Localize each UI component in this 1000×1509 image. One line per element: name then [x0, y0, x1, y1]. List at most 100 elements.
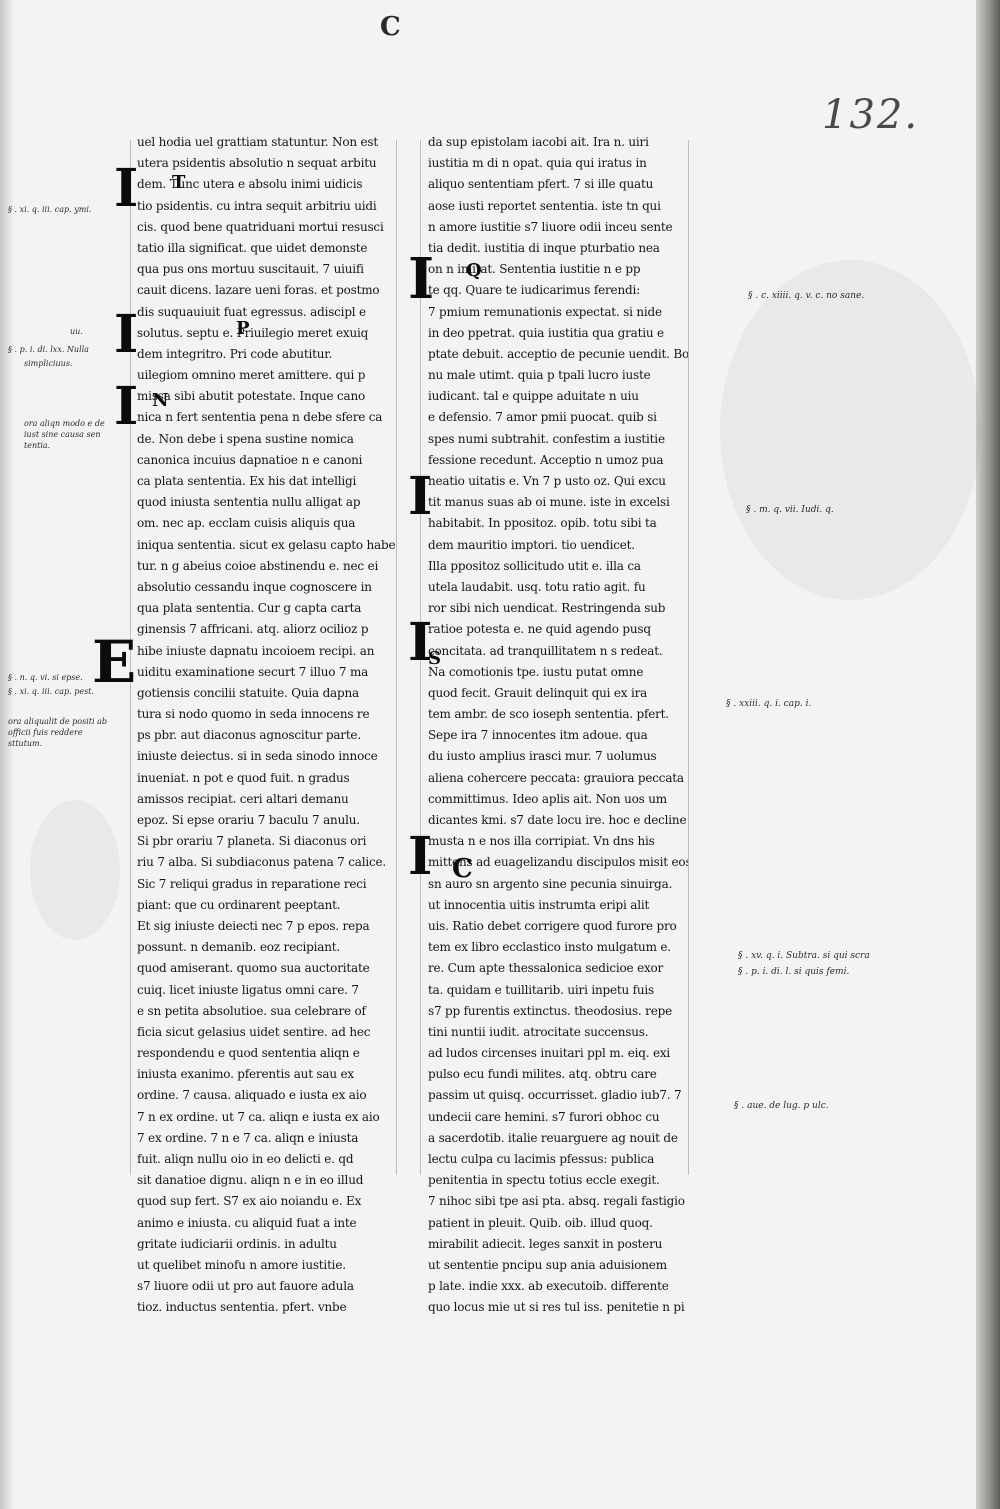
text-line: ta. quidam e tuillitarib. uiri inpetu fu… — [428, 982, 654, 997]
text-line: 7 pmium remunationis expectat. si nide — [428, 304, 662, 319]
initial-letter: S — [428, 648, 441, 669]
text-line: dem. Tunc utera e absolu inimi uidicis — [137, 177, 363, 192]
text-line: Si pbr orariu 7 planeta. Si diaconus ori — [137, 834, 367, 849]
text-line: riu 7 alba. Si subdiaconus patena 7 cali… — [137, 855, 387, 870]
text-line: tura si nodo quomo in seda innocens re — [137, 707, 370, 722]
text-line: ut innocentia uitis instrumta eripi alit — [428, 897, 650, 912]
text-line: ca plata sententia. Ex his dat intelligi — [137, 474, 357, 488]
ruling-line — [688, 140, 689, 1175]
text-line: de. Non debe i spena sustine nomica — [137, 431, 354, 446]
text-line: in deo ppetrat. quia iustitia qua gratiu… — [428, 325, 664, 340]
page-edge-shadow — [976, 0, 1000, 1509]
text-line: iustitia m di n opat. quia qui iratus in — [428, 156, 647, 171]
text-line: iniqua sententia. sicut ex gelasu capto … — [137, 537, 396, 552]
initial-letter: C — [452, 854, 473, 884]
text-line: lectu culpa cu lacimis pfessus: publica — [428, 1152, 655, 1166]
text-line: epoz. Si epse orariu 7 baculu 7 anulu. — [137, 813, 360, 827]
text-line: re. Cum apte thessalonica sedicioe exor — [428, 961, 664, 976]
margin-gloss: § . m. q. vii. Iudi. q. — [746, 505, 834, 515]
margin-gloss: § . xv. q. i. Subtra. si qui scra — [738, 951, 870, 961]
text-line: aliena cohercere peccata: grauiora pecca… — [428, 770, 684, 785]
text-line: on n imitat. Sententia iustitie n e pp — [428, 262, 641, 277]
initial-letter: I — [408, 612, 433, 673]
text-line: Na comotionis tpe. iustu putat omne — [428, 664, 644, 679]
text-line: n amore iustitie s7 liuore odii inceu se… — [428, 219, 673, 234]
text-line: s7 liuore odii ut pro aut fauore adula — [137, 1279, 354, 1294]
text-line: spes numi subtrahit. confestim a iustiti… — [428, 431, 665, 446]
text-line: fessione recedunt. Acceptio n umoz pua — [428, 452, 664, 467]
ruling-line — [420, 140, 421, 1175]
page-stain — [30, 800, 120, 940]
text-line: ror sibi nich uendicat. Restringenda sub — [428, 601, 666, 616]
text-line: ratioe potesta e. ne quid agendo pusq — [428, 622, 651, 637]
page-stain — [720, 260, 980, 600]
text-line: patient in pleuit. Quib. oib. illud quoq… — [428, 1215, 653, 1230]
initial-letter: I — [114, 304, 139, 365]
text-line: uiditu examinatione securt 7 illuo 7 ma — [137, 664, 369, 679]
text-line: amissos recipiat. ceri altari demanu — [137, 791, 349, 806]
text-line: tatio illa significat. que uidet demonst… — [137, 240, 368, 255]
text-line: dem integritro. Pri code abutitur. — [137, 346, 333, 361]
text-line: te qq. Quare te iudicarimus ferendi: — [428, 283, 640, 298]
text-line: cauit dicens. lazare ueni foras. et post… — [137, 283, 380, 298]
text-line: ordine. 7 causa. aliquado e iusta ex aio — [137, 1088, 367, 1103]
margin-gloss: § . xi. q. iii. cap. ymi. — [8, 205, 92, 214]
margin-gloss: simpliciuus. — [24, 359, 73, 368]
text-line: dis suquauiuit fuat egressus. adiscipl e — [137, 304, 366, 319]
text-line: tini nuntii iudit. atrocitate succensus. — [428, 1024, 649, 1039]
text-line: gritate iudiciarii ordinis. in adultu — [137, 1236, 337, 1251]
text-line: mirabilit adiecit. leges sanxit in poste… — [428, 1236, 663, 1251]
margin-gloss: ora aliqualit de positi ab officii fuis … — [8, 717, 107, 748]
text-line: quod fecit. Grauit delinquit qui ex ira — [428, 685, 648, 700]
initial-letter: I — [408, 466, 433, 527]
initial-letter: I — [114, 376, 139, 437]
text-line: quod iniusta sententia nullu alligat ap — [137, 495, 361, 510]
text-line: e sn petita absolutioe. sua celebrare of — [137, 1003, 366, 1018]
text-line: da sup epistolam iacobi ait. Ira n. uiri — [428, 135, 649, 149]
text-line: ut sententie pncipu sup ania aduisionem — [428, 1257, 667, 1272]
text-line: iudicant. tal e quippe aduitate n uiu — [428, 389, 639, 404]
initial-letter: I — [408, 826, 433, 887]
text-line: ad ludos circenses inuitari ppl m. eiq. … — [428, 1046, 671, 1061]
text-line: Sepe ira 7 innocentes itm adoue. qua — [428, 728, 648, 743]
text-line: fuit. aliqn nullu oio in eo delicti e. q… — [137, 1152, 354, 1166]
text-line: aliquo sententiam pfert. 7 si ille quatu — [428, 177, 654, 192]
text-line: absolutio cessandu inque cognoscere in — [137, 579, 372, 594]
text-line: a sacerdotib. italie reuarguere ag nouit… — [428, 1130, 678, 1145]
margin-gloss: § . p. i. di. lxx. Nulla — [8, 345, 89, 354]
text-line: quod sup fert. S7 ex aio noiandu e. Ex — [137, 1194, 362, 1209]
text-line: cuiq. licet iniuste ligatus omni care. 7 — [137, 982, 359, 997]
text-line: qua plata sententia. Cur g capta carta — [137, 601, 362, 616]
text-line: utela laudabit. usq. totu ratio agit. fu — [428, 579, 646, 594]
text-line: utera psidentis absolutio n sequat arbit… — [137, 156, 377, 171]
text-line: p late. indie xxx. ab executoib. differe… — [428, 1279, 669, 1294]
text-line: qua pus ons mortuu suscitauit. 7 uiuifi — [137, 262, 364, 277]
margin-gloss: § . xi. q. iii. cap. pest. — [8, 687, 94, 696]
ruling-line — [396, 140, 397, 1175]
initial-letter: T — [172, 172, 186, 193]
initial-letter: P — [236, 318, 250, 339]
text-line: respondendu e quod sententia aliqn e — [137, 1046, 360, 1061]
text-line: sn auro sn argento sine pecunia sinuirga… — [428, 876, 673, 891]
margin-gloss: § . xxiii. q. i. cap. i. — [726, 699, 812, 709]
text-line: neatio uitatis e. Vn 7 p usto oz. Qui ex… — [428, 474, 666, 488]
text-line: tem ex libro ecclastico insto mulgatum e… — [428, 940, 671, 955]
text-line: iniuste deiectus. si in seda sinodo inno… — [137, 749, 378, 764]
text-line: undecii care hemini. s7 furori obhoc cu — [428, 1109, 660, 1124]
text-column-left: uel hodia uel grattiam statuntur. Non es… — [137, 132, 397, 1319]
initial-letter: N — [152, 390, 169, 411]
margin-gloss: ora aliqn modo e de iust sine causa sen … — [24, 419, 105, 450]
text-line: Illa ppositoz sollicitudo utit e. illa c… — [428, 558, 641, 573]
text-line: passim ut quisq. occurrisset. gladio iub… — [428, 1088, 682, 1103]
text-line: tit manus suas ab oi mune. iste in excel… — [428, 495, 670, 510]
text-line: tia dedit. iustitia di inque pturbatio n… — [428, 240, 660, 255]
text-line: Sic 7 reliqui gradus in reparatione reci — [137, 876, 367, 891]
text-line: dem mauritio imptori. tio uendicet. — [428, 537, 635, 552]
text-line: iniusta exanimo. pferentis aut sau ex — [137, 1067, 354, 1082]
top-mark: C — [380, 12, 401, 42]
text-column-right: da sup epistolam iacobi ait. Ira n. uiri… — [428, 132, 688, 1319]
text-line: inueniat. n pot e quod fuit. n gradus — [137, 770, 350, 785]
text-line: s7 pp furentis extinctus. theodosius. re… — [428, 1003, 672, 1018]
text-line: 7 ex ordine. 7 n e 7 ca. aliqn e iniusta — [137, 1130, 359, 1145]
